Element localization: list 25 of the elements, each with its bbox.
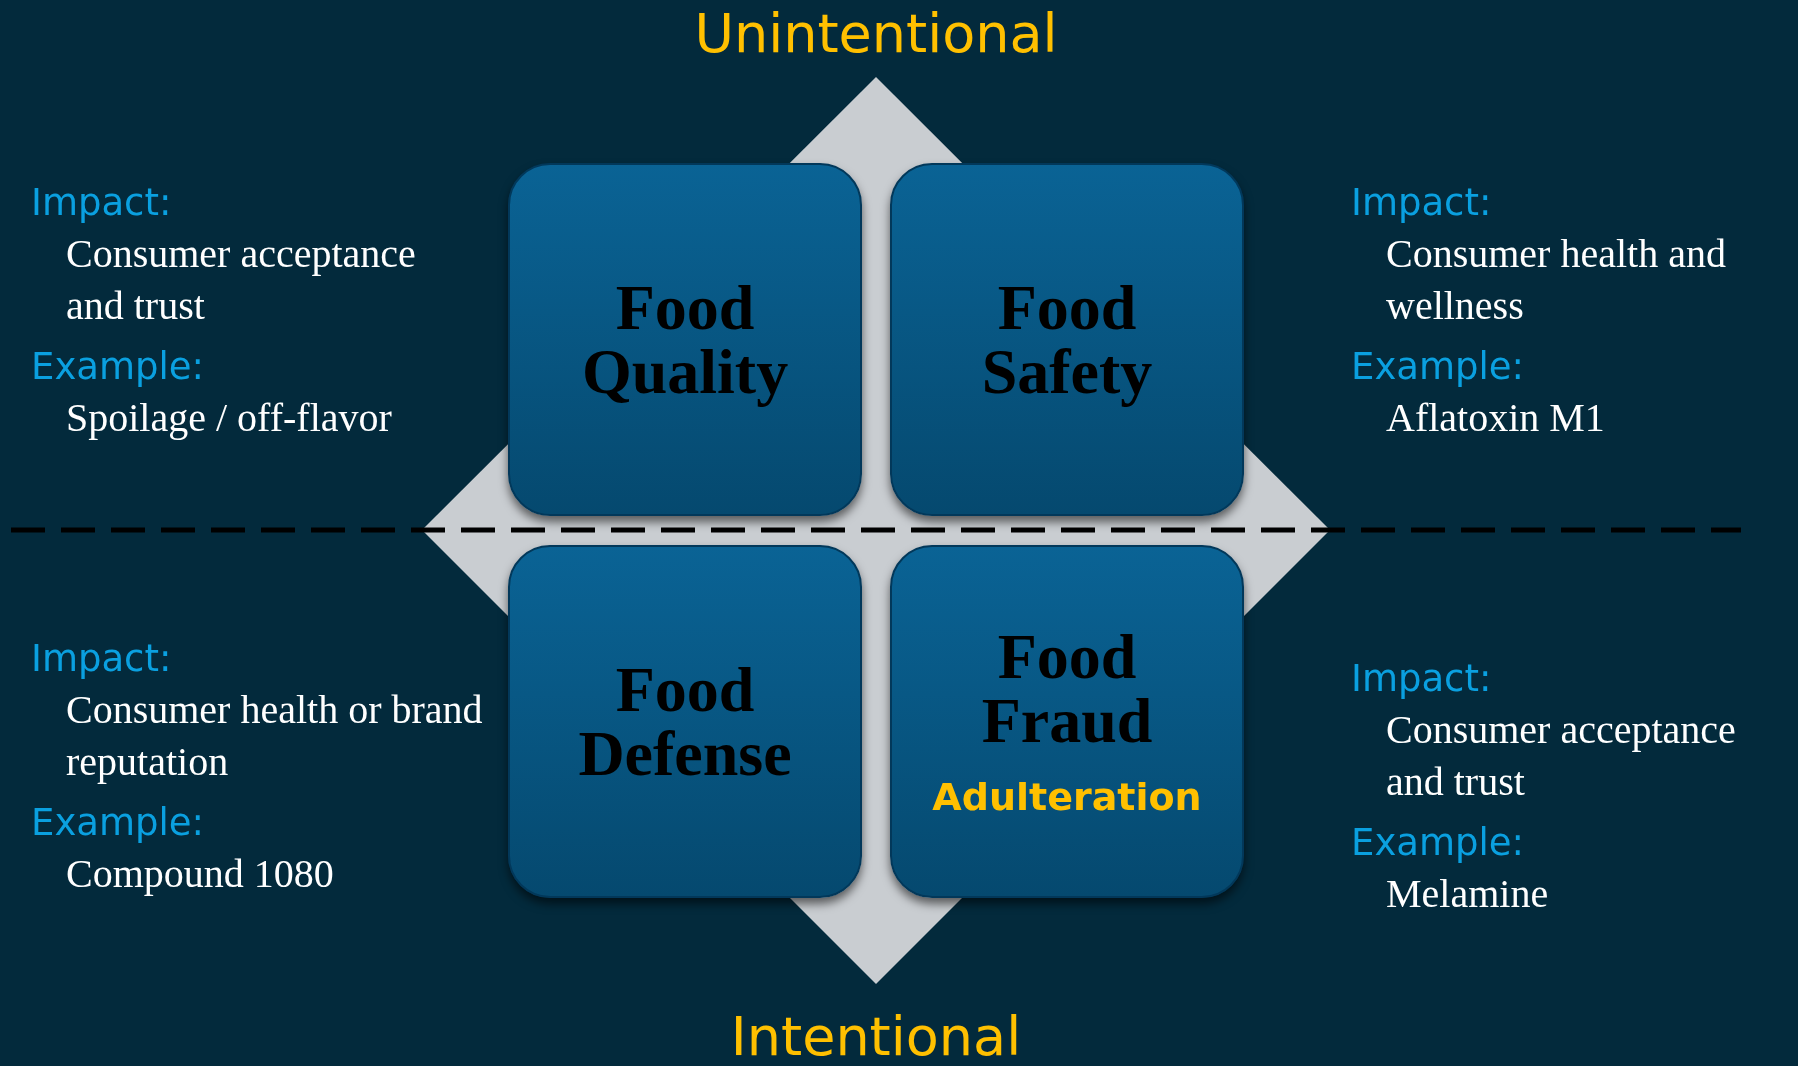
axis-heading: Intentional (730, 1005, 1022, 1066)
quadrant-title: Food Fraud (980, 624, 1154, 753)
field-text: Consumer health and wellness (1386, 230, 1727, 330)
quadrant-box (890, 545, 1244, 898)
field-heading: Impact: (31, 636, 173, 682)
field-text: Compound 1080 (66, 850, 335, 898)
quadrant-box (508, 545, 862, 898)
quadrant-title: Food Defense (577, 657, 793, 786)
field-heading: Example: (1351, 344, 1525, 390)
field-text: Consumer health or brand reputation (66, 686, 484, 786)
field-text: Consumer acceptance and trust (1386, 706, 1737, 806)
quadrant-box (890, 163, 1244, 516)
axis-heading: Unintentional (694, 2, 1058, 65)
field-heading: Impact: (1351, 180, 1493, 226)
field-text: Melamine (1386, 870, 1550, 918)
quadrant-box (508, 163, 862, 516)
field-text: Spoilage / off-flavor (66, 394, 393, 442)
field-heading: Example: (1351, 820, 1525, 866)
field-heading: Example: (31, 344, 205, 390)
field-heading: Example: (31, 800, 205, 846)
field-text: Consumer acceptance and trust (66, 230, 417, 330)
field-heading: Impact: (1351, 656, 1493, 702)
quadrant-subtitle: Adulteration (932, 774, 1202, 819)
field-text: Aflatoxin M1 (1386, 394, 1606, 442)
field-heading: Impact: (31, 180, 173, 226)
